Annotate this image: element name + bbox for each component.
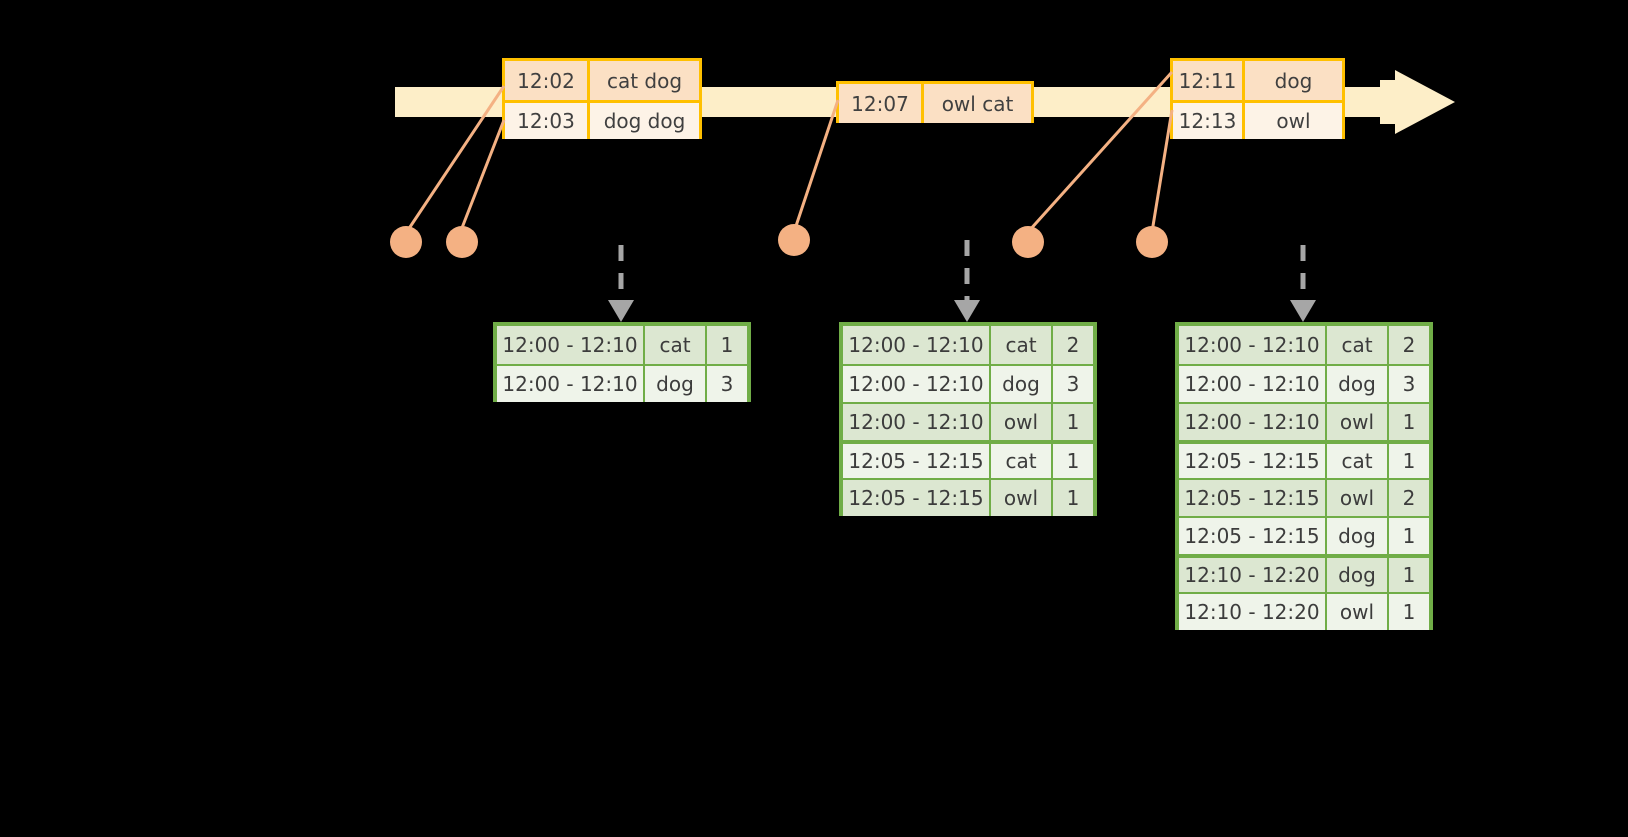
cell-word: owl <box>991 404 1053 440</box>
result-table-1[interactable]: 12:00 - 12:10 cat 1 12:00 - 12:10 dog 3 <box>493 322 751 402</box>
event-row[interactable]: 12:02 cat dog <box>505 61 699 100</box>
cell-window: 12:00 - 12:10 <box>1179 404 1327 440</box>
event-group-3[interactable]: 12:11 dog 12:13 owl <box>1170 58 1345 139</box>
cell-count: 1 <box>1389 558 1429 592</box>
cell-word: dog <box>645 366 707 402</box>
connector-line <box>458 119 506 234</box>
cell-count: 1 <box>1389 594 1429 630</box>
table-row[interactable]: 12:05 - 12:15 owl 1 <box>843 478 1093 516</box>
cell-count: 1 <box>1389 518 1429 554</box>
cell-word: owl <box>1327 404 1389 440</box>
cell-word: dog <box>991 366 1053 402</box>
dashed-arrow-head-icon <box>1290 300 1316 322</box>
cell-word: cat <box>645 326 707 364</box>
cell-window: 12:00 - 12:10 <box>843 366 991 402</box>
event-row[interactable]: 12:07 owl cat <box>839 84 1031 123</box>
dashed-arrow-head-icon <box>954 300 980 322</box>
event-text: cat dog <box>590 61 699 100</box>
cell-word: owl <box>991 480 1053 516</box>
table-row[interactable]: 12:05 - 12:15 cat 1 <box>843 440 1093 478</box>
table-row[interactable]: 12:00 - 12:10 dog 3 <box>497 364 747 402</box>
connector-line <box>1150 109 1174 233</box>
connector-line <box>792 99 840 233</box>
event-dot <box>390 226 422 258</box>
table-row[interactable]: 12:00 - 12:10 dog 3 <box>843 364 1093 402</box>
cell-window: 12:00 - 12:10 <box>843 326 991 364</box>
cell-count: 3 <box>707 366 747 402</box>
cell-window: 12:05 - 12:15 <box>1179 518 1327 554</box>
event-dot <box>1012 226 1044 258</box>
event-text: dog dog <box>590 103 699 139</box>
event-row[interactable]: 12:11 dog <box>1173 61 1342 100</box>
cell-count: 1 <box>1053 480 1093 516</box>
cell-window: 12:00 - 12:10 <box>843 404 991 440</box>
timeline-arrow-head-icon <box>1395 70 1455 134</box>
cell-window: 12:05 - 12:15 <box>843 444 991 478</box>
event-dot <box>1136 226 1168 258</box>
cell-window: 12:00 - 12:10 <box>1179 366 1327 402</box>
table-row[interactable]: 12:05 - 12:15 owl 2 <box>1179 478 1429 516</box>
table-row[interactable]: 12:10 - 12:20 dog 1 <box>1179 554 1429 592</box>
table-row[interactable]: 12:00 - 12:10 cat 2 <box>1179 326 1429 364</box>
event-dot <box>446 226 478 258</box>
event-row[interactable]: 12:13 owl <box>1173 100 1342 139</box>
cell-window: 12:10 - 12:20 <box>1179 594 1327 630</box>
table-row[interactable]: 12:05 - 12:15 cat 1 <box>1179 440 1429 478</box>
cell-count: 2 <box>1389 326 1429 364</box>
cell-count: 1 <box>1389 404 1429 440</box>
cell-window: 12:00 - 12:10 <box>497 366 645 402</box>
cell-count: 1 <box>1389 444 1429 478</box>
cell-count: 3 <box>1389 366 1429 402</box>
cell-window: 12:05 - 12:15 <box>843 480 991 516</box>
cell-count: 2 <box>1389 480 1429 516</box>
event-text: owl cat <box>924 84 1031 123</box>
event-dot <box>778 224 810 256</box>
event-time: 12:07 <box>839 84 924 123</box>
cell-word: dog <box>1327 518 1389 554</box>
event-group-1[interactable]: 12:02 cat dog 12:03 dog dog <box>502 58 702 139</box>
cell-window: 12:05 - 12:15 <box>1179 480 1327 516</box>
table-row[interactable]: 12:05 - 12:15 dog 1 <box>1179 516 1429 554</box>
dashed-arrow-head-icon <box>608 300 634 322</box>
result-table-3[interactable]: 12:00 - 12:10 cat 2 12:00 - 12:10 dog 3 … <box>1175 322 1433 630</box>
event-text: dog <box>1245 61 1342 100</box>
event-text: owl <box>1245 103 1342 139</box>
event-time: 12:11 <box>1173 61 1245 100</box>
event-time: 12:13 <box>1173 103 1245 139</box>
cell-count: 1 <box>1053 404 1093 440</box>
table-row[interactable]: 12:00 - 12:10 owl 1 <box>1179 402 1429 440</box>
event-time: 12:03 <box>505 103 590 139</box>
cell-word: cat <box>1327 444 1389 478</box>
cell-word: dog <box>1327 366 1389 402</box>
table-row[interactable]: 12:10 - 12:20 owl 1 <box>1179 592 1429 630</box>
cell-word: cat <box>1327 326 1389 364</box>
table-row[interactable]: 12:00 - 12:10 cat 2 <box>843 326 1093 364</box>
event-group-2[interactable]: 12:07 owl cat <box>836 81 1034 123</box>
cell-word: owl <box>1327 480 1389 516</box>
cell-count: 1 <box>1053 444 1093 478</box>
table-row[interactable]: 12:00 - 12:10 cat 1 <box>497 326 747 364</box>
cell-window: 12:00 - 12:10 <box>497 326 645 364</box>
cell-word: cat <box>991 444 1053 478</box>
cell-count: 3 <box>1053 366 1093 402</box>
table-row[interactable]: 12:00 - 12:10 owl 1 <box>843 402 1093 440</box>
result-table-2[interactable]: 12:00 - 12:10 cat 2 12:00 - 12:10 dog 3 … <box>839 322 1097 516</box>
event-row[interactable]: 12:03 dog dog <box>505 100 699 139</box>
table-row[interactable]: 12:00 - 12:10 dog 3 <box>1179 364 1429 402</box>
cell-count: 2 <box>1053 326 1093 364</box>
cell-window: 12:00 - 12:10 <box>1179 326 1327 364</box>
cell-word: owl <box>1327 594 1389 630</box>
cell-window: 12:05 - 12:15 <box>1179 444 1327 478</box>
cell-count: 1 <box>707 326 747 364</box>
cell-window: 12:10 - 12:20 <box>1179 558 1327 592</box>
event-time: 12:02 <box>505 61 590 100</box>
cell-word: cat <box>991 326 1053 364</box>
cell-word: dog <box>1327 558 1389 592</box>
